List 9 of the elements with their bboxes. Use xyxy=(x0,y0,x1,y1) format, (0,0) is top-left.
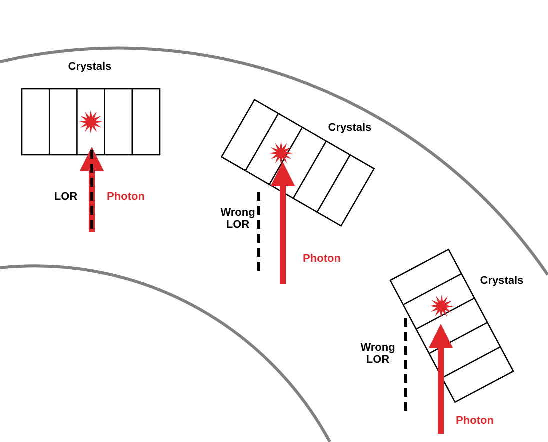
lor-label: Wrong LOR xyxy=(220,207,256,231)
lor-label: LOR xyxy=(53,191,79,203)
block-heading: Crystals xyxy=(67,61,113,73)
block-heading: Crystals xyxy=(327,122,373,134)
lor-label: Wrong LOR xyxy=(360,342,396,366)
photon-label: Photon xyxy=(455,415,495,427)
photon-label: Photon xyxy=(106,191,146,203)
block-heading: Crystals xyxy=(479,275,525,287)
photon-label: Photon xyxy=(302,253,342,265)
